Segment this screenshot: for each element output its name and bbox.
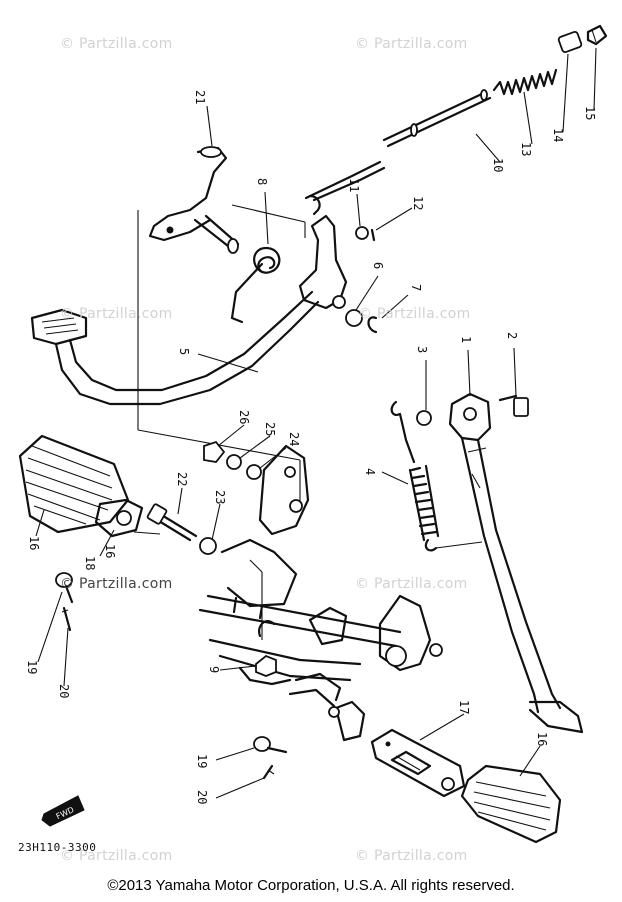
callout-4: 4	[363, 468, 377, 475]
callout-24: 26	[237, 410, 251, 424]
callout-14: 14	[551, 128, 565, 142]
part-8-return-spring	[230, 246, 281, 324]
part-19-bottom-pin	[253, 736, 288, 754]
part-15-joint	[586, 24, 608, 46]
callout-16-right: 16	[535, 732, 549, 746]
part-3-nut	[416, 410, 432, 426]
watermark-2: © Partzilla.com	[355, 36, 468, 52]
callout-7: 7	[409, 284, 423, 291]
watermark-1: © Partzilla.com	[60, 36, 173, 52]
frame-reference-lines	[137, 204, 306, 640]
part-18-footrest-bracket	[94, 498, 144, 538]
part-20-left-cotter	[61, 606, 72, 632]
watermark-8: © Partzilla.com	[355, 848, 468, 864]
callout-13: 13	[519, 142, 533, 156]
callout-26: 25	[263, 422, 277, 436]
part-25-lockwasher	[246, 464, 262, 480]
callout-16-left: 16	[27, 536, 41, 550]
callout-19-bottom: 19	[195, 754, 209, 768]
frame-bracket-assembly	[198, 444, 443, 742]
watermark-5: © Partzilla.com	[60, 576, 173, 592]
part-17-right-footrest	[370, 728, 466, 798]
callout-12: 12	[411, 196, 425, 210]
part-23-washer	[199, 537, 217, 555]
callout-10: 10	[491, 158, 505, 172]
callout-18: 18	[83, 556, 97, 570]
part-14-adjust-nut	[557, 31, 583, 53]
part-19-left-pin	[55, 572, 74, 604]
part-24-nut	[203, 440, 226, 463]
callout-19-left: 19	[25, 660, 39, 674]
part-22-bolt	[146, 503, 198, 542]
part-11-washer	[355, 226, 369, 240]
callout-5: 5	[177, 348, 191, 355]
callout-17: 17	[457, 700, 471, 714]
part-12-cotter-pin	[370, 228, 376, 242]
fwd-direction-indicator: FWD	[41, 795, 85, 827]
part-13-rod-spring	[492, 68, 558, 96]
callout-11: 11	[347, 178, 361, 192]
diagram-code: 23H110-3300	[18, 841, 97, 854]
callout-20-left: 20	[57, 684, 71, 698]
callout-leaders	[35, 47, 597, 799]
callout-labels: 21 8 11 12 6 7 10 13 14 15 5 3 1 2 4 26 …	[25, 90, 597, 804]
part-10-brake-rod	[382, 89, 492, 148]
part-5-brake-pedal	[30, 160, 386, 406]
part-16-left-footrest-rubber	[18, 434, 130, 534]
part-21-pedal-shaft	[148, 146, 240, 254]
part-9-plug	[255, 654, 277, 677]
part-6-washer	[345, 309, 363, 327]
copyright-notice: ©2013 Yamaha Motor Corporation, U.S.A. A…	[107, 877, 515, 894]
part-7-circlip	[367, 316, 378, 334]
callout-16-mid: 16	[103, 544, 117, 558]
callout-9: 9	[207, 666, 221, 673]
watermark-6: © Partzilla.com	[355, 576, 468, 592]
callout-8: 8	[255, 178, 269, 185]
callout-20-bottom: 20	[195, 790, 209, 804]
callout-25: 24	[287, 432, 301, 446]
callout-23: 23	[213, 490, 227, 504]
part-16-right-footrest-rubber	[460, 764, 562, 844]
callout-1: 1	[459, 336, 473, 343]
callout-3: 3	[415, 346, 429, 353]
callout-21: 21	[193, 90, 207, 104]
part-4-sidestand-spring	[390, 400, 440, 552]
watermark-7: © Partzilla.com	[60, 848, 173, 864]
part-26-washer	[226, 454, 242, 470]
callout-15: 15	[583, 106, 597, 120]
watermark-4: © Partzilla.com	[358, 306, 471, 322]
part-2-pivot-bolt	[498, 394, 529, 417]
watermark-3: © Partzilla.com	[60, 306, 173, 322]
callout-22: 22	[175, 472, 189, 486]
callout-2: 2	[505, 332, 519, 339]
part-1-sidestand	[448, 392, 584, 734]
callout-6: 6	[371, 262, 385, 269]
part-20-bottom-cotter	[262, 764, 275, 780]
